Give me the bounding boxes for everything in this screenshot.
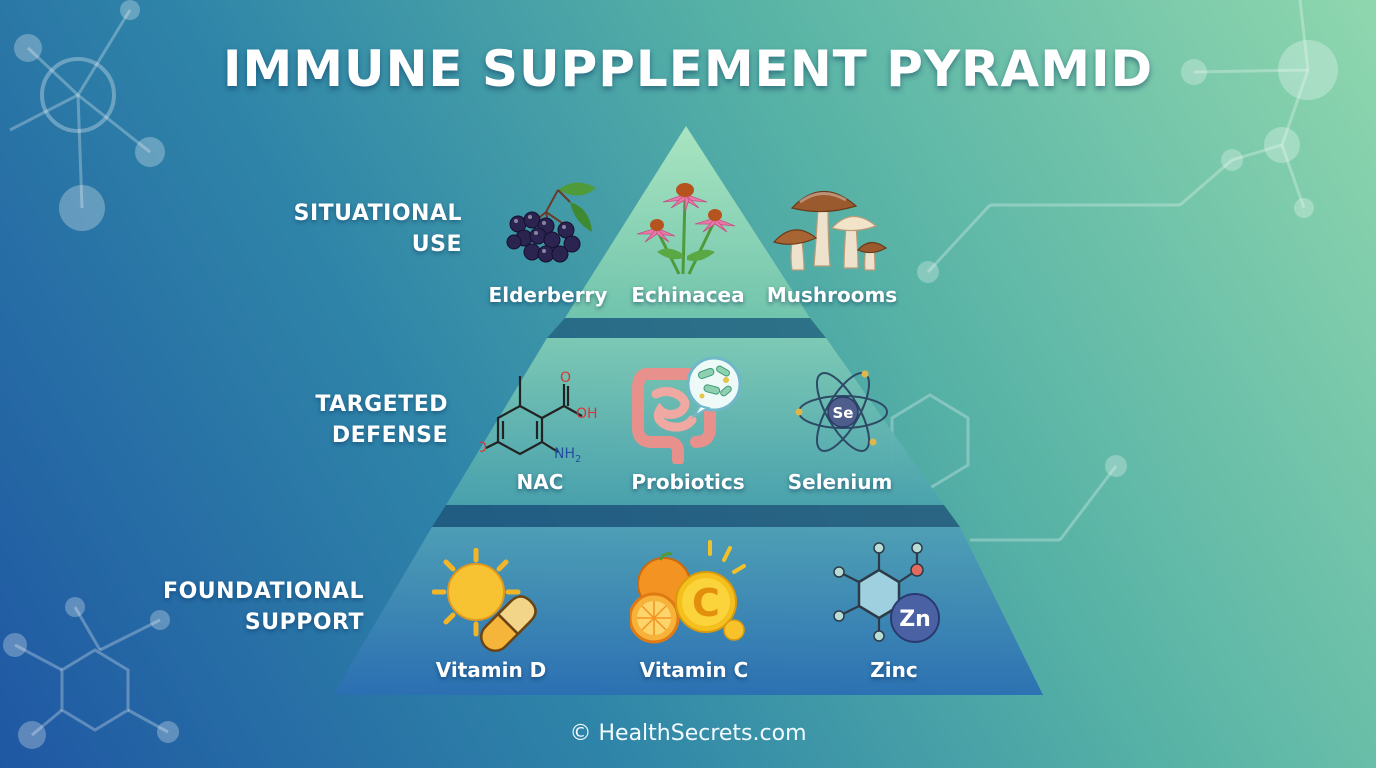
item-label-zinc: Zinc [870, 658, 918, 682]
intestine-bacteria-icon [628, 354, 748, 464]
tier-label-line: TARGETED [315, 392, 448, 417]
nac-molecule-icon: O OH NH2 O [480, 366, 600, 476]
item-label-elderberry: Elderberry [488, 283, 608, 307]
tier-label-line: SUPPORT [244, 610, 364, 635]
selenium-atom-icon: Se [783, 360, 903, 470]
tier-label-line: USE [411, 232, 462, 257]
tier-label-line: SITUATIONAL [293, 201, 462, 226]
svg-text:OH: OH [576, 406, 598, 422]
orange-vitamin-c-icon: C [630, 540, 750, 650]
pyramid-tier-top [565, 126, 810, 318]
item-label-nac: NAC [516, 470, 564, 494]
svg-text:NH2: NH2 [554, 446, 581, 465]
svg-text:O: O [560, 370, 571, 386]
zinc-molecule-icon: Zn [833, 540, 953, 650]
tier-label-foundational-support: FOUNDATIONAL SUPPORT [124, 576, 364, 638]
echinacea-flower-icon [627, 168, 747, 278]
tier-divider-1 [547, 318, 826, 338]
tier-label-situational-use: SITUATIONAL USE [262, 198, 462, 260]
copyright-footer: © HealthSecrets.com [569, 721, 807, 746]
tier-label-targeted-defense: TARGETED DEFENSE [248, 389, 448, 451]
svg-text:Se: Se [833, 404, 854, 422]
svg-text:Zn: Zn [899, 607, 931, 632]
tier-label-line: DEFENSE [331, 423, 448, 448]
item-label-vitamin-c: Vitamin C [639, 658, 749, 682]
item-label-echinacea: Echinacea [631, 283, 745, 307]
elderberry-icon [488, 172, 608, 282]
tier-label-line: FOUNDATIONAL [163, 579, 364, 604]
sun-capsule-icon [432, 548, 552, 658]
item-label-selenium: Selenium [787, 470, 893, 494]
item-label-mushrooms: Mushrooms [766, 283, 898, 307]
svg-text:O: O [480, 440, 487, 456]
page-title: IMMUNE SUPPLEMENT PYRAMID [222, 40, 1154, 98]
svg-text:C: C [692, 581, 720, 625]
item-label-vitamin-d: Vitamin D [435, 658, 547, 682]
item-label-probiotics: Probiotics [631, 470, 745, 494]
mushrooms-icon [770, 172, 890, 282]
tier-divider-2 [432, 505, 960, 527]
